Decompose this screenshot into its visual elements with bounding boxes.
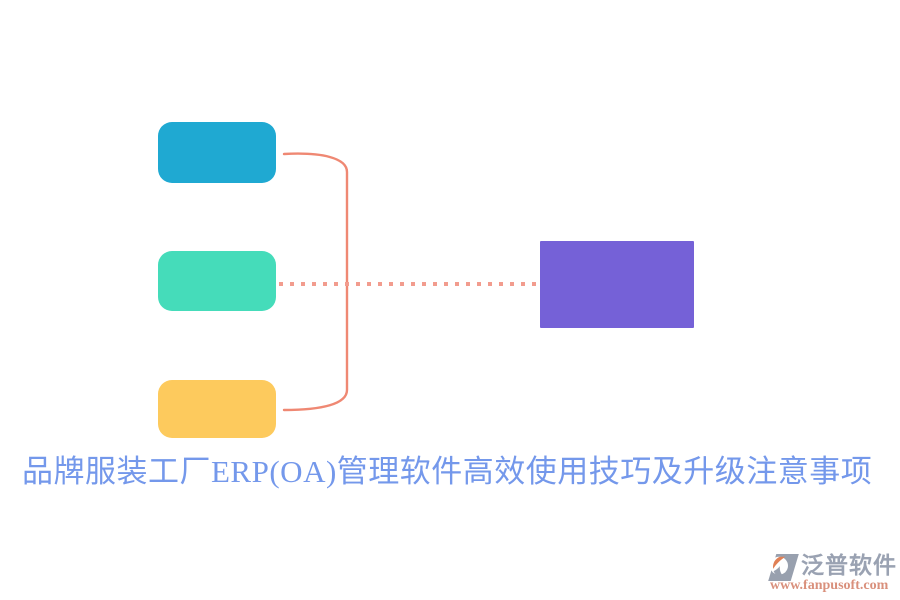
logo-inner-circle [770, 556, 788, 575]
watermark-url: www.fanpusoft.com [770, 578, 889, 593]
top-branch-node [158, 122, 276, 183]
page-title: 品牌服装工厂ERP(OA)管理软件高效使用技巧及升级注意事项 [22, 454, 873, 489]
logo-lower-swoosh [773, 566, 784, 578]
middle-branch-node [158, 251, 276, 311]
watermark-brand: 泛普软件 [801, 552, 897, 578]
watermark: 泛普软件 www.fanpusoft.com [766, 551, 898, 595]
result-node [540, 241, 694, 328]
bottom-branch-node [158, 380, 276, 438]
fanpu-logo-icon [768, 554, 799, 581]
logo-accent-swoosh [772, 556, 786, 569]
bracket-connector [282, 152, 349, 412]
